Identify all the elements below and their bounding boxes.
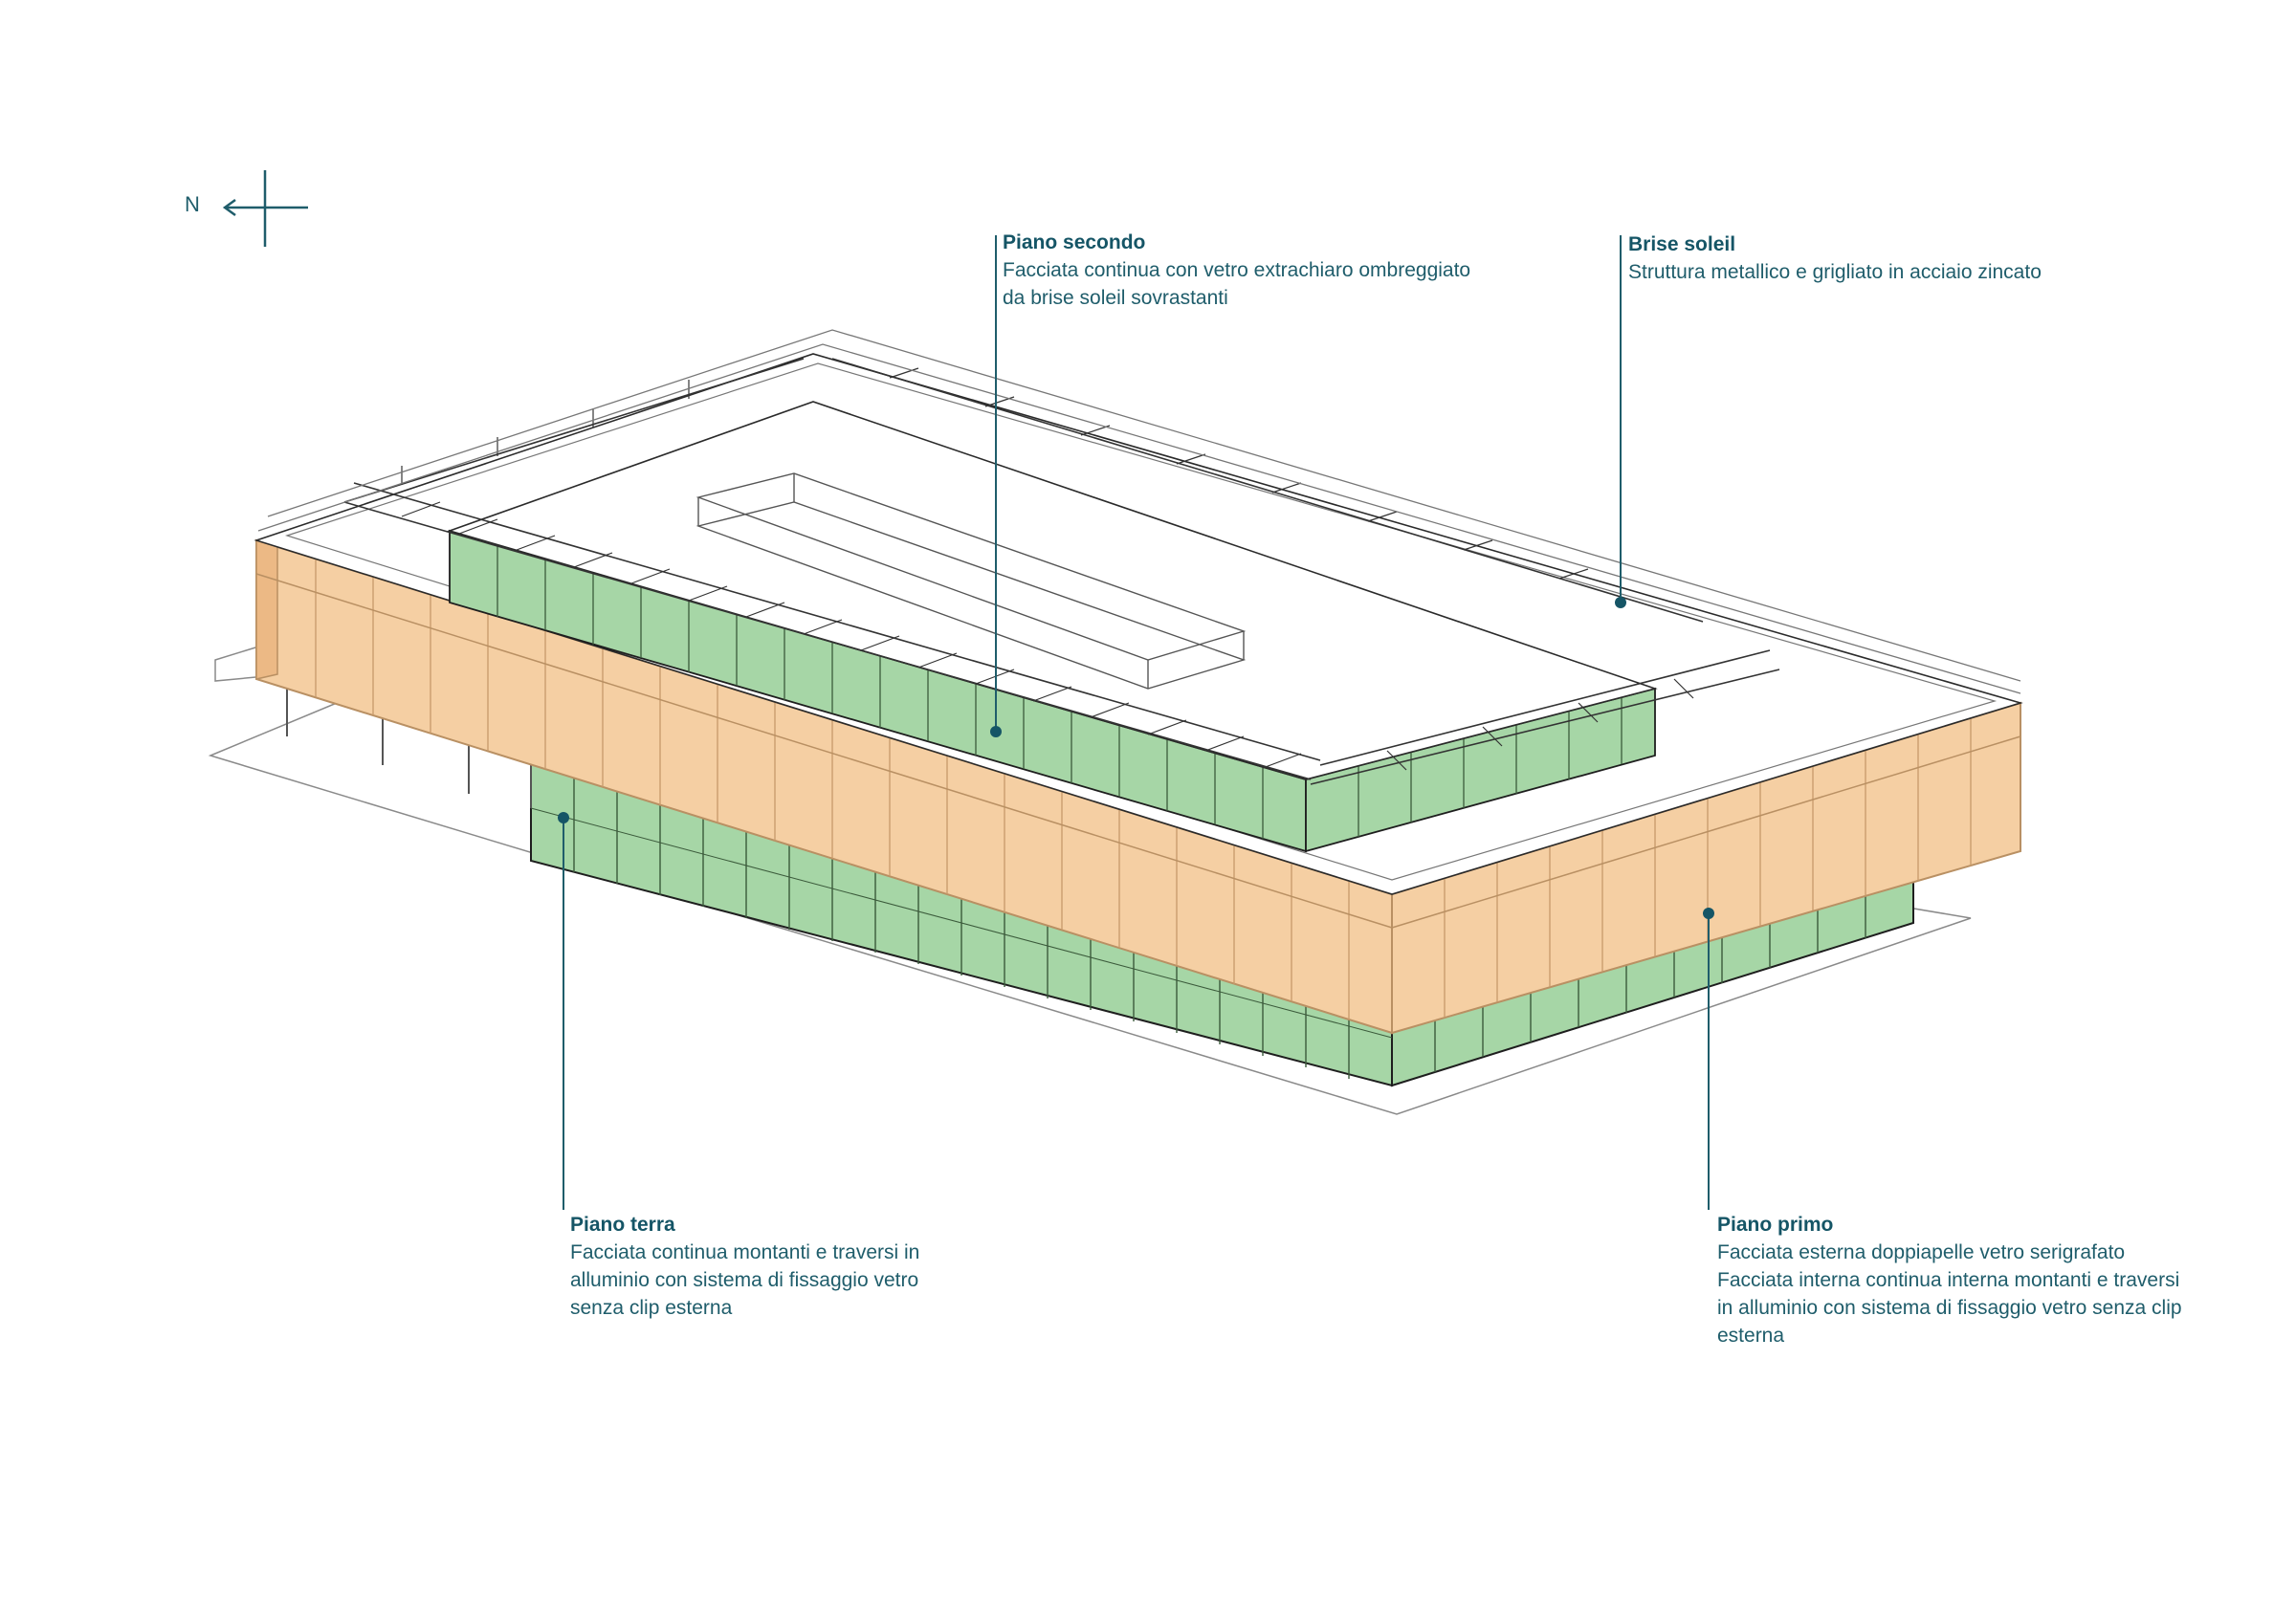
- annotation-line: esterna: [1717, 1325, 1785, 1347]
- annotation-piano-secondo: Piano secondo Facciata continua con vetr…: [1003, 229, 1470, 312]
- annotation-title: Piano secondo: [1003, 231, 1146, 253]
- second-floor-volume: [447, 401, 1658, 853]
- annotation-title: Piano primo: [1717, 1214, 1834, 1236]
- north-label: N: [185, 192, 200, 216]
- annotation-line: Facciata interna continua interna montan…: [1717, 1269, 2180, 1291]
- annotation-line: Facciata continua montanti e traversi in: [570, 1241, 920, 1263]
- annotation-dots: [558, 597, 1714, 919]
- annotation-line: Struttura metallico e grigliato in accia…: [1628, 261, 2042, 283]
- annotation-leaders: [563, 235, 1710, 1210]
- annotation-title: Brise soleil: [1628, 233, 1736, 255]
- annotation-line: da brise soleil sovrastanti: [1003, 287, 1228, 309]
- annotation-brise-soleil: Brise soleil Struttura metallico e grigl…: [1628, 230, 2042, 286]
- annotation-title: Piano terra: [570, 1214, 675, 1236]
- annotation-line: senza clip esterna: [570, 1297, 733, 1319]
- north-arrow-icon: [222, 170, 308, 247]
- annotation-piano-terra: Piano terra Facciata continua montanti e…: [570, 1211, 919, 1322]
- annotation-piano-primo: Piano primo Facciata esterna doppiapelle…: [1717, 1211, 2182, 1349]
- annotation-line: alluminio con sistema di fissaggio vetro: [570, 1269, 919, 1291]
- annotation-line: in alluminio con sistema di fissaggio ve…: [1717, 1297, 2182, 1319]
- courtyard-skylight: [695, 472, 1247, 690]
- annotation-line: Facciata continua con vetro extrachiaro …: [1003, 259, 1471, 281]
- annotation-line: Facciata esterna doppiapelle vetro serig…: [1717, 1241, 2126, 1263]
